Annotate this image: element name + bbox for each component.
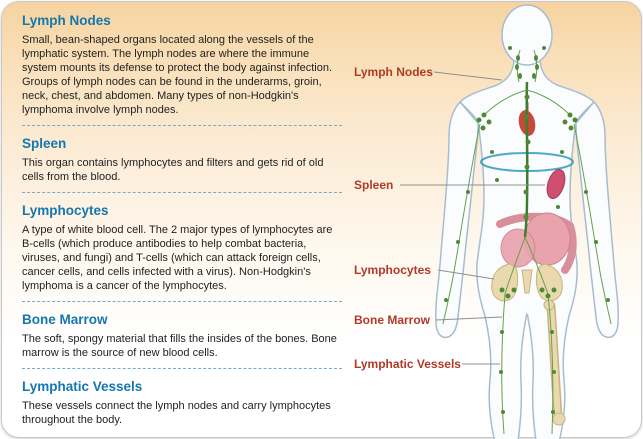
section-heading-lymphocytes: Lymphocytes bbox=[22, 203, 109, 218]
section-heading-lymphatic-vessels: Lymphatic Vessels bbox=[22, 379, 143, 394]
section-bone-marrow: Bone Marrow The soft, spongy material th… bbox=[22, 311, 342, 360]
section-divider bbox=[22, 301, 342, 302]
diagram-label-lymphocytes: Lymphocytes bbox=[354, 263, 431, 277]
section-body-spleen: This organ contains lymphocytes and filt… bbox=[22, 157, 324, 183]
diagram-label-lymph-nodes: Lymph Nodes bbox=[354, 65, 433, 79]
leader-line-lymph-nodes bbox=[433, 71, 503, 81]
section-heading-lymph-nodes: Lymph Nodes bbox=[22, 13, 111, 28]
body-diagram: Lymph Nodes Spleen Lymphocytes Bone Marr… bbox=[342, 2, 643, 439]
organs bbox=[480, 102, 577, 426]
leader-line-bone-marrow bbox=[435, 316, 503, 321]
section-spleen: Spleen This organ contains lymphocytes a… bbox=[22, 135, 342, 184]
spleen-shape bbox=[546, 169, 566, 199]
diagram-labels: Lymph Nodes Spleen Lymphocytes Bone Marr… bbox=[354, 65, 461, 371]
section-lymphocytes: Lymphocytes A type of white blood cell. … bbox=[22, 202, 342, 293]
thoracic-duct bbox=[523, 81, 529, 238]
intestines-shape-2 bbox=[500, 228, 536, 268]
section-lymphatic-vessels: Lymphatic Vessels These vessels connect … bbox=[22, 378, 342, 427]
lymph-node-dots bbox=[444, 46, 610, 414]
section-lymph-nodes: Lymph Nodes Small, bean-shaped organs lo… bbox=[22, 12, 342, 117]
section-divider bbox=[22, 125, 342, 126]
diagram-label-bone-marrow: Bone Marrow bbox=[354, 313, 431, 327]
section-divider bbox=[22, 192, 342, 193]
leader-lines bbox=[400, 71, 545, 365]
section-body-lymph-nodes: Small, bean-shaped organs located along … bbox=[22, 34, 333, 116]
colon-shape bbox=[496, 212, 577, 274]
section-body-lymphatic-vessels: These vessels connect the lymph nodes an… bbox=[22, 400, 331, 426]
femur-shape bbox=[543, 299, 566, 426]
lymphatic-vessels-network bbox=[442, 49, 612, 435]
diagram-label-spleen: Spleen bbox=[354, 178, 393, 192]
pelvis-shape bbox=[491, 263, 563, 302]
definitions-column: Lymph Nodes Small, bean-shaped organs lo… bbox=[22, 12, 342, 435]
left-arm-shape bbox=[435, 101, 479, 339]
section-body-lymphocytes: A type of white blood cell. The 2 major … bbox=[22, 224, 333, 292]
diagram-label-lymphatic-vessels: Lymphatic Vessels bbox=[354, 357, 461, 371]
section-divider bbox=[22, 368, 342, 369]
body-illustration: Lymph Nodes Spleen Lymphocytes Bone Marr… bbox=[354, 4, 619, 439]
right-arm-shape bbox=[575, 101, 619, 339]
section-heading-spleen: Spleen bbox=[22, 136, 67, 151]
head-shape bbox=[501, 4, 553, 66]
leader-line-lymphocytes bbox=[437, 269, 495, 280]
section-body-bone-marrow: The soft, spongy material that fills the… bbox=[22, 333, 337, 359]
section-heading-bone-marrow: Bone Marrow bbox=[22, 312, 108, 327]
